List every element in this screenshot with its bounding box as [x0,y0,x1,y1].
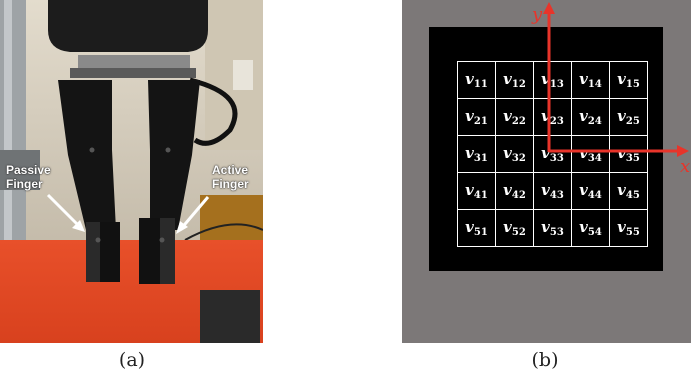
taxel-cell: v42 [495,172,534,210]
taxel-cell: v15 [609,61,648,99]
gripper-illustration [0,0,263,343]
taxel-index: 14 [587,79,602,90]
taxel-symbol: v [579,181,588,199]
taxel-symbol: v [503,107,512,125]
coordinate-axes: y x [531,2,690,177]
y-axis-arrowhead [543,2,555,14]
taxel-symbol: v [503,70,512,88]
taxel-symbol: v [465,144,474,162]
passive-label-line2: Finger [6,177,43,191]
taxel-symbol: v [617,144,626,162]
x-axis-arrowhead [677,145,689,157]
taxel-cell: v21 [457,98,496,136]
taxel-index: 44 [587,190,602,201]
x-axis-label: x [680,156,690,177]
taxel-symbol: v [465,70,474,88]
taxel-index: 33 [549,153,564,164]
taxel-index: 34 [587,153,602,164]
taxel-symbol: v [503,181,512,199]
taxel-symbol: v [617,181,626,199]
taxel-symbol: v [541,107,550,125]
taxel-symbol: v [503,144,512,162]
taxel-symbol: v [579,70,588,88]
taxel-index: 51 [473,227,488,238]
taxel-cell: v13 [533,61,572,99]
passive-label-line1: Passive [6,163,51,177]
taxel-index: 55 [625,227,640,238]
taxel-index: 21 [473,116,488,127]
taxel-symbol: v [579,144,588,162]
taxel-cell: v45 [609,172,648,210]
taxel-index: 52 [511,227,526,238]
caption-b: (b) [531,349,559,371]
taxel-index: 24 [587,116,602,127]
taxel-index: 45 [625,190,640,201]
gripper-photo: Passive Finger Active Finger [0,0,263,343]
taxel-index: 11 [473,79,488,90]
taxel-index: 35 [625,153,640,164]
active-label-line1: Active [212,163,249,177]
taxel-symbol: v [579,107,588,125]
taxel-symbol: v [617,70,626,88]
taxel-cell: v55 [609,209,648,247]
taxel-index: 43 [549,190,564,201]
taxel-index: 53 [549,227,564,238]
taxel-cell: v22 [495,98,534,136]
taxel-symbol: v [465,218,474,236]
taxel-symbol: v [541,218,550,236]
taxel-index: 23 [549,116,564,127]
taxel-index: 15 [625,79,640,90]
taxel-cell: v32 [495,135,534,173]
taxel-symbol: v [503,218,512,236]
taxel-index: 31 [473,153,488,164]
taxel-symbol: v [541,70,550,88]
taxel-cell: v51 [457,209,496,247]
caption-a: (a) [118,349,146,371]
active-label-line2: Finger [212,177,249,191]
taxel-cell: v25 [609,98,648,136]
taxel-cell: v35 [609,135,648,173]
taxel-index: 22 [511,116,526,127]
taxel-symbol: v [579,218,588,236]
taxel-index: 41 [473,190,488,201]
active-finger-label: Active Finger [212,163,249,191]
taxel-symbol: v [541,181,550,199]
y-axis-label: y [531,4,543,25]
taxel-cell: v52 [495,209,534,247]
taxel-symbol: v [465,181,474,199]
taxel-symbol: v [617,218,626,236]
taxel-cell: v31 [457,135,496,173]
taxel-index: 25 [625,116,640,127]
taxel-cell: v53 [533,209,572,247]
taxel-symbol: v [541,144,550,162]
taxel-index: 54 [587,227,602,238]
taxel-index: 32 [511,153,526,164]
taxel-symbol: v [465,107,474,125]
taxel-index: 13 [549,79,564,90]
taxel-cell: v41 [457,172,496,210]
taxel-cell: v23 [533,98,572,136]
taxel-symbol: v [617,107,626,125]
taxel-index: 12 [511,79,526,90]
taxel-index: 42 [511,190,526,201]
passive-finger-label: Passive Finger [6,163,51,191]
